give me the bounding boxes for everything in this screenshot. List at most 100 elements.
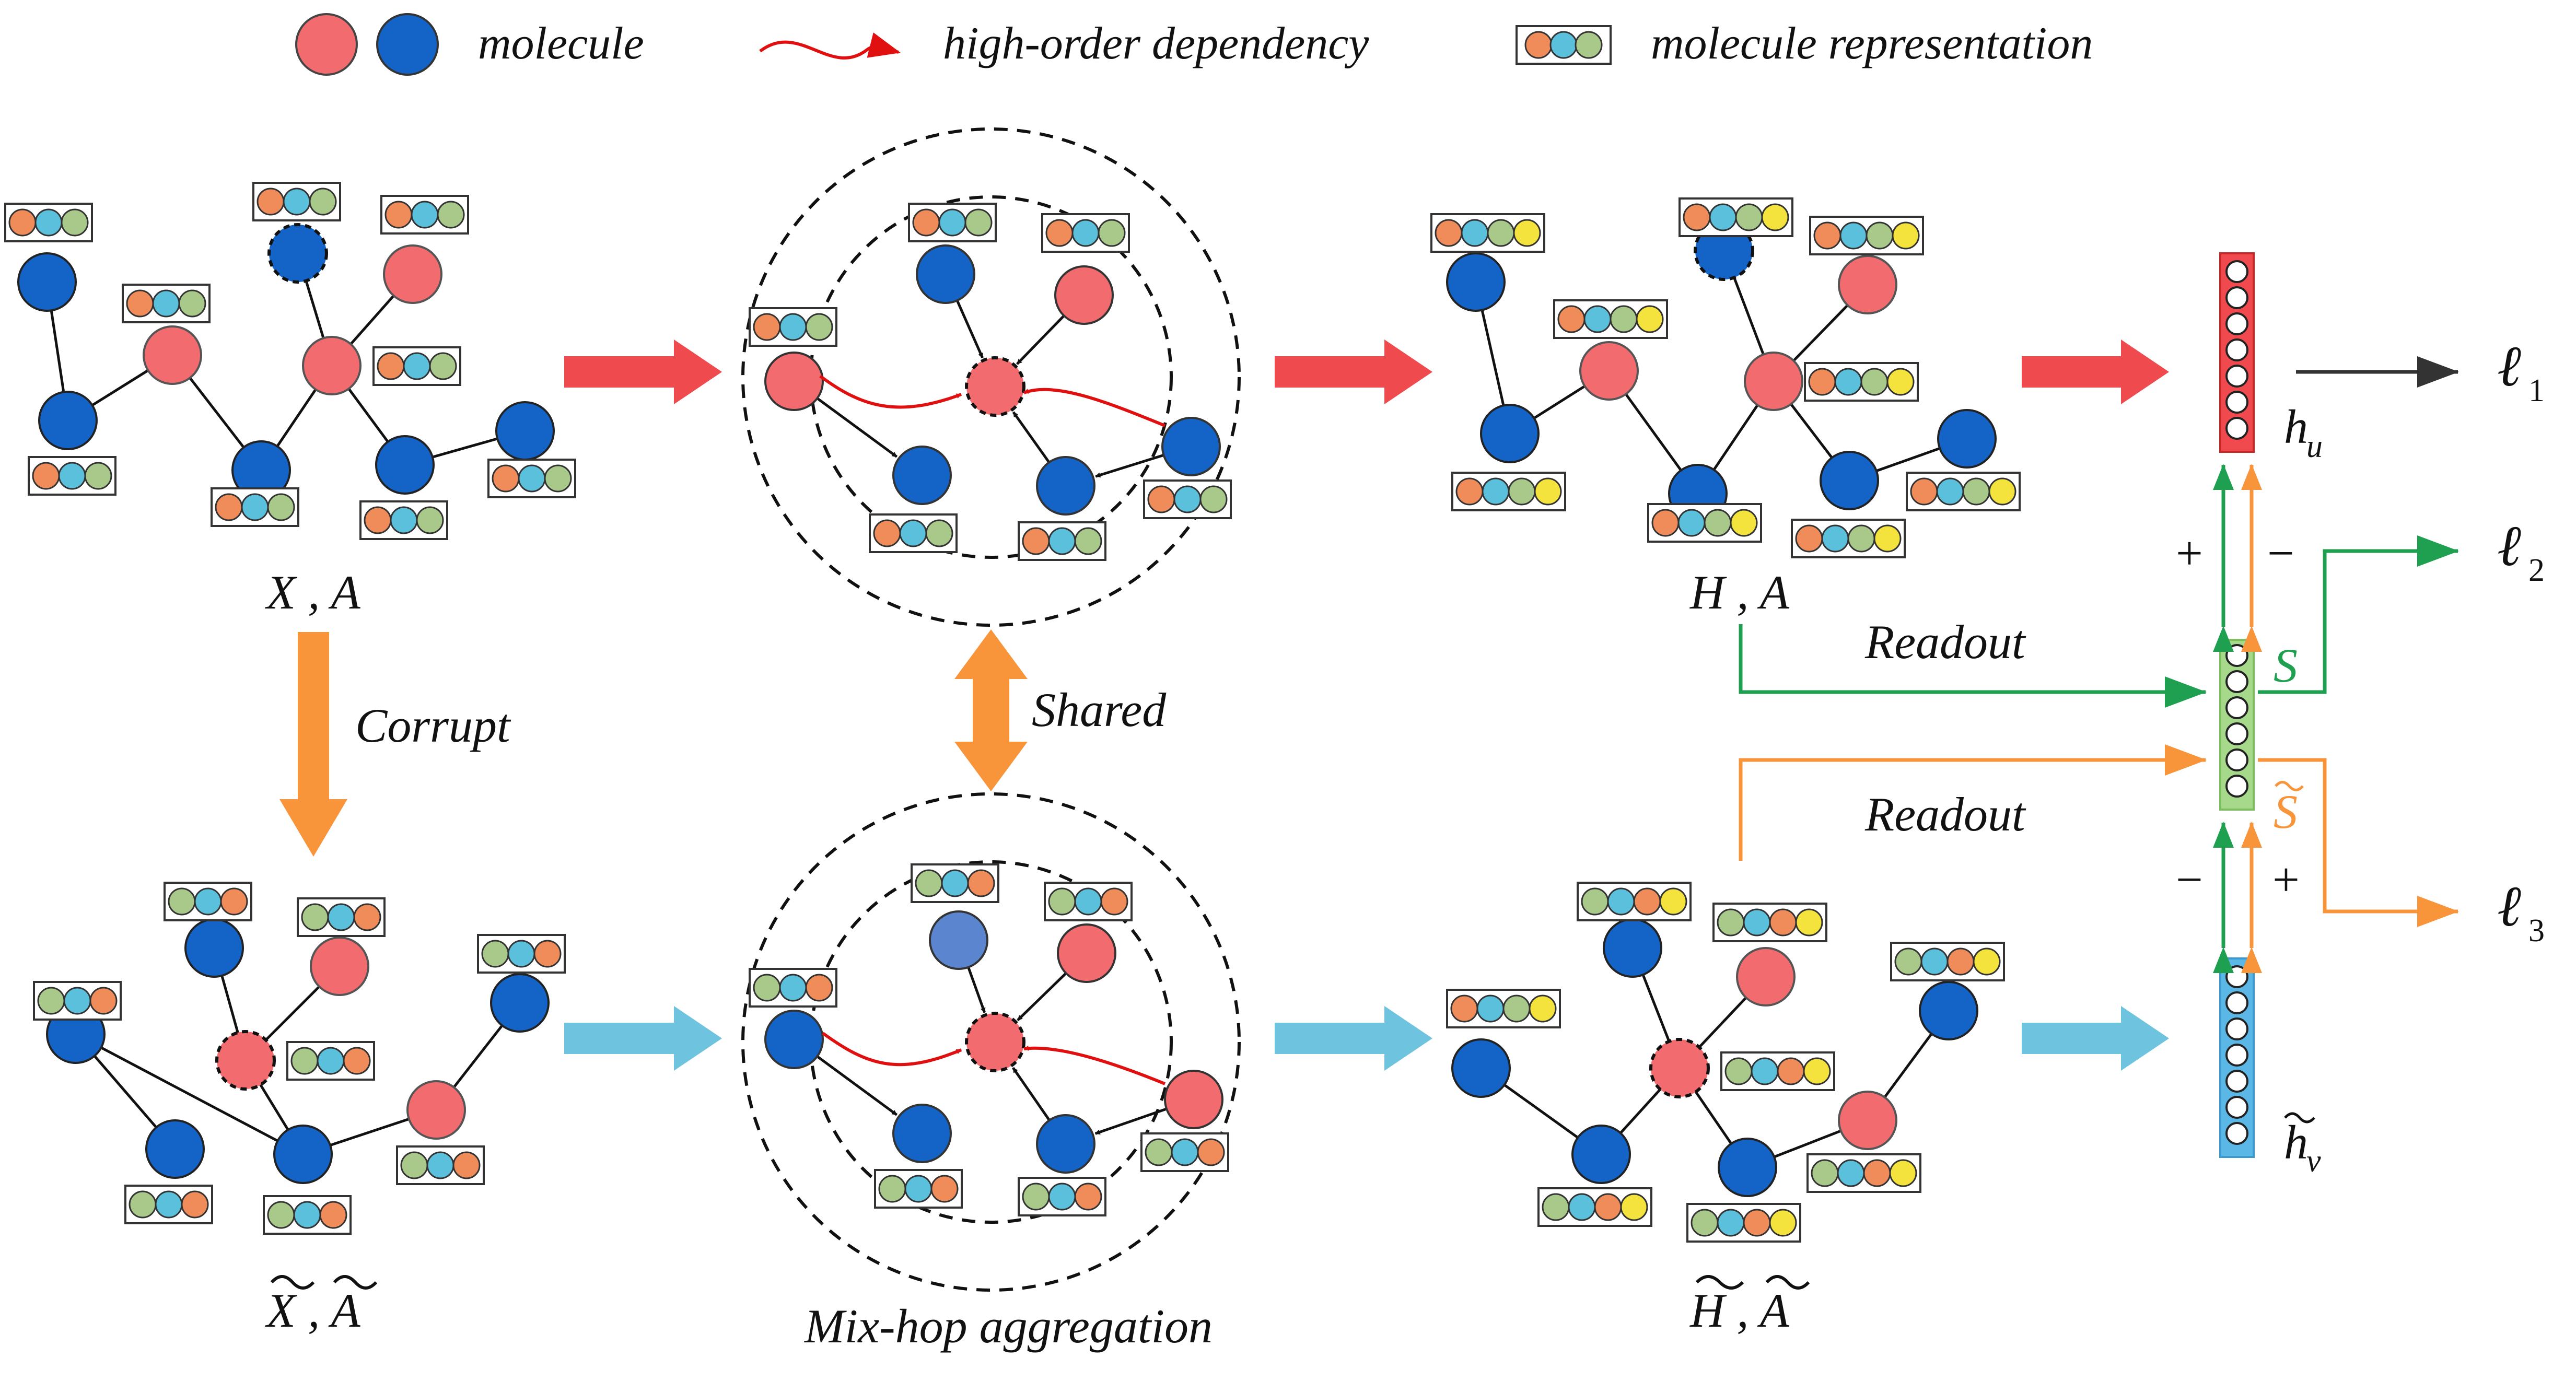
readout-line-orange [1739,744,2207,861]
high-order-dependency-arrow [819,374,962,409]
feature-box [396,1145,485,1185]
feature-box [1890,942,2005,981]
blue-atom-node [1451,1038,1511,1098]
ha-label: H , A [1689,566,1790,619]
aggregation-arrow [816,397,898,458]
graph-panels [4,127,2021,1292]
feature-dot [37,987,65,1015]
encoded-graph [1430,197,2021,558]
feature-dot [437,201,465,229]
readout-label-bottom: Readout [1864,788,2026,841]
feature-box [749,968,837,1008]
legend-molecule-label: molecule [478,18,644,69]
feature-dot [364,506,392,534]
cyan-flow-arrow-1 [564,1006,722,1071]
feature-dot [1074,1183,1102,1211]
feature-box [359,500,448,540]
feature-dot [1022,527,1050,555]
feature-box [211,487,299,527]
feature-dot [1045,219,1074,247]
vector-cell [2225,1070,2248,1093]
blue-atom-node [892,446,952,505]
red-atom-node [1838,1091,1897,1150]
feature-dot [1973,947,2001,976]
feature-dot [400,1151,428,1179]
feature-box [28,456,116,496]
feature-dot [1048,1183,1076,1211]
vector-cell [2225,775,2248,798]
feature-dot [1583,305,1612,333]
feature-dot [1847,524,1875,553]
feature-box [1041,213,1130,253]
feature-box [380,195,469,235]
feature-box [874,1169,963,1209]
feature-dot [343,1047,371,1075]
legend: molecule high-order dependency molecule … [295,13,2093,76]
readout-line-green [1739,624,2207,708]
vector-cell [2225,312,2248,335]
feature-dot [452,1151,481,1179]
red-flow-arrow-3 [2022,340,2169,404]
feature-dot [411,201,439,229]
aggregation-arrow [1017,972,1067,1021]
loss2-label: ℓ [2497,514,2521,578]
feature-dot [168,887,196,916]
s-label: S [2274,639,2298,692]
feature-dot [58,462,86,490]
feature-dot [1636,305,1664,333]
feature-dot [1633,887,1661,916]
vector-cell [2225,1096,2248,1119]
feature-dot [1513,219,1541,247]
feature-dot [293,1201,321,1229]
feature-dot [1482,477,1510,506]
plus-top: + [2176,526,2203,580]
feature-box [1140,1132,1229,1172]
blue-atom-node [495,401,555,461]
feature-dot [181,1190,209,1219]
blue-atom-node [273,1125,333,1184]
feature-dot [1683,203,1711,231]
feature-dot [481,940,509,968]
tilde-mark-icon [270,1275,315,1290]
feature-dot [941,869,969,897]
red-atom-node [1579,341,1639,401]
blue-atom-node [929,910,988,970]
loss3-arrow [2258,758,2459,927]
aggregation-arrow [1016,314,1065,365]
hv-tilde-mark-icon [2284,1112,2315,1123]
feature-box [33,981,122,1021]
readout-label-top: Readout [1864,615,2026,669]
blue-atom-node [1036,456,1095,516]
high-order-dependency-arrow [1023,1045,1166,1085]
inner-hop-ring [809,860,1173,1224]
blue-atom-node [1820,451,1879,510]
feature-dot [8,208,37,237]
vector-cell [2225,1044,2248,1067]
feature-box [1647,503,1762,543]
feature-dot [1724,1057,1753,1085]
feature-dot [1743,908,1771,937]
legend-blue-molecule-icon [376,13,439,76]
feature-dot [1803,1057,1831,1085]
blue-atom-node [1571,1125,1631,1184]
feature-dot [1071,219,1100,247]
red-atom-node [1054,265,1114,325]
feature-box [749,307,837,347]
feature-dot [1936,477,1964,506]
feature-dot [1659,887,1687,916]
hv-subscript: v [2306,1143,2321,1179]
vector-cell [2225,965,2248,988]
feature-box [297,897,386,937]
svg-text:H , A: H , A [1689,1284,1790,1337]
feature-dot [544,464,572,493]
feature-dot [1769,908,1797,937]
feature-dot [1704,509,1732,537]
feature-dot [403,352,431,380]
feature-dot [1751,1057,1779,1085]
feature-dot [426,1151,454,1179]
vector-cell [2225,286,2248,309]
cyan-flow-arrow-2 [1275,1006,1432,1071]
shared-arrow [954,629,1028,791]
feature-dot [1777,1057,1805,1085]
